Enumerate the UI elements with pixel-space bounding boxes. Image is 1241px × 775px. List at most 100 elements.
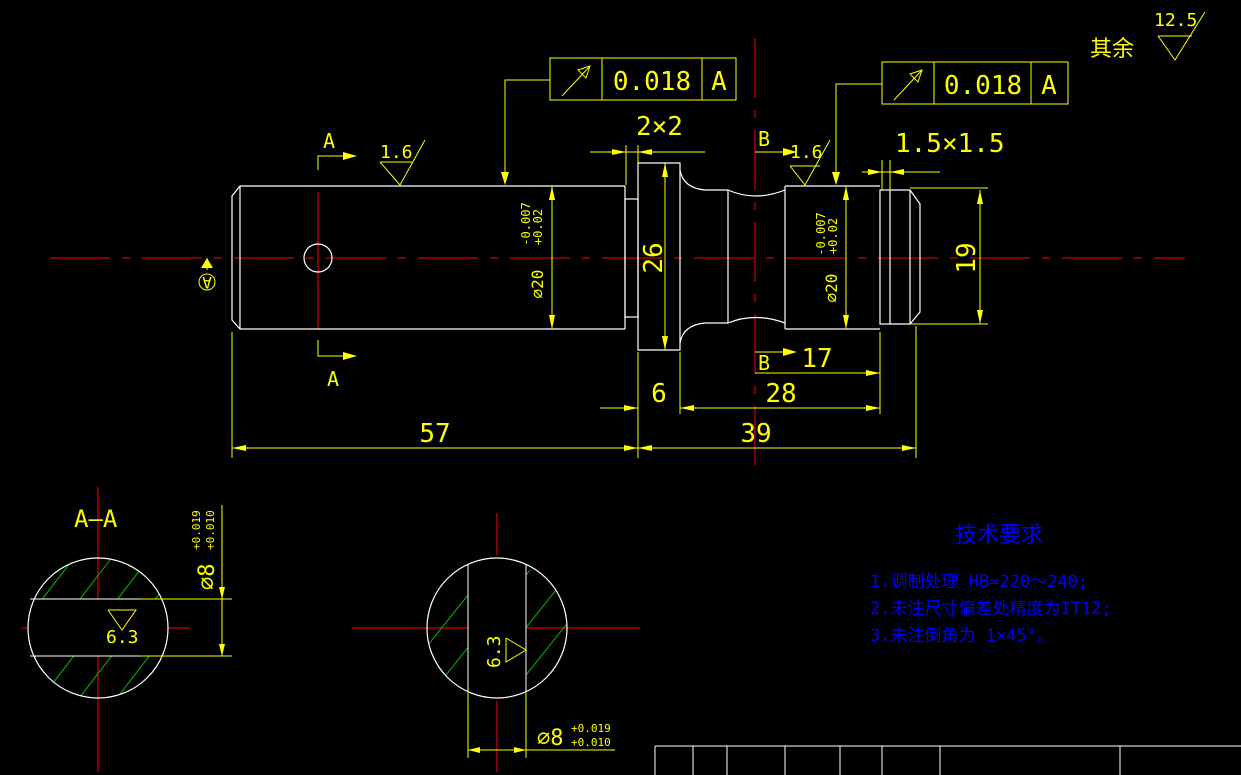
roughness-right-symbol	[789, 139, 831, 186]
arrow-28-right	[866, 405, 880, 411]
arrow-19-bottom	[977, 310, 983, 324]
end-section	[890, 189, 921, 325]
dim-28-label: 28	[765, 379, 796, 409]
dim-6-label: 6	[651, 379, 667, 409]
section-a-bottom-marker	[317, 340, 345, 357]
arrow-6-left	[624, 405, 638, 411]
section-aa: 6.3 A—A ⌀8 +0.019 +0.010	[27, 505, 232, 699]
arrow-dia-left-top	[549, 186, 555, 200]
chamfer-2x2-label: 2×2	[636, 112, 683, 142]
runout-arrow-icon-2	[893, 69, 923, 101]
bb-slot-mask	[468, 555, 526, 701]
arrow-tol-left	[501, 172, 509, 185]
roughness-left-symbol	[379, 139, 426, 186]
section-a-top-label: A	[323, 129, 335, 153]
aa-hole-mask	[28, 599, 168, 656]
aa-hole-tol-lower: +0.010	[204, 510, 217, 550]
chamfer-15-label: 1.5×1.5	[895, 129, 1005, 159]
arrow-17-right	[866, 370, 880, 376]
arrow-39-left	[638, 445, 652, 451]
dim-57-label: 57	[419, 419, 450, 449]
arrow-26-top	[662, 163, 668, 177]
arrow-26-bottom	[662, 336, 668, 350]
tol-left-datum: A	[711, 67, 727, 97]
left-shaft-body	[231, 185, 625, 330]
bb-slot-tol-upper: +0.019	[571, 722, 611, 735]
bb-roughness-symbol	[505, 637, 527, 663]
tol-right-datum: A	[1041, 71, 1057, 101]
arrow-19-top	[977, 190, 983, 204]
roughness-general-label: 其余	[1090, 37, 1134, 62]
datum-a-label: A	[202, 273, 212, 292]
arrow-39-right	[902, 445, 916, 451]
section-a-top-marker	[317, 155, 345, 170]
dia20-left-label: ⌀20	[528, 270, 547, 299]
tech-title: 技术要求	[955, 523, 1043, 548]
aa-roughness-value: 6.3	[106, 627, 139, 648]
arrow-section-a-top	[343, 152, 357, 160]
arrow-57-left	[232, 445, 246, 451]
arrow-dia-right-top	[843, 186, 849, 200]
cross-hole	[303, 243, 333, 273]
bb-slot-tol-lower: +0.010	[571, 736, 611, 749]
section-a-bottom-label: A	[327, 367, 339, 391]
roughness-left-value: 1.6	[380, 142, 413, 163]
aa-hole-dia: ⌀8	[195, 564, 220, 591]
aa-roughness-symbol	[107, 609, 137, 631]
tolerance-frame-left: 0.018 A	[549, 57, 737, 101]
dim-19-label: 19	[952, 242, 982, 273]
arrow-section-a-bottom	[343, 352, 357, 360]
datum-a-triangle	[201, 258, 213, 268]
bb-outline	[426, 557, 568, 699]
roughness-general-symbol	[1157, 11, 1206, 61]
roughness-right-value: 1.6	[790, 142, 823, 163]
arrow-6-right	[680, 405, 694, 411]
arrow-chamfer-2x2-a	[612, 149, 626, 155]
tech-item-1: 1.调制处理 HB=220～240;	[870, 572, 1088, 592]
arrowheads	[201, 148, 983, 451]
neck-upper	[679, 169, 786, 197]
shaft-outline	[231, 162, 921, 351]
dia20-right-tol-lower: +0.02	[826, 218, 840, 254]
dia20-left-tol-upper: -0.007	[519, 202, 533, 245]
dim-17-label: 17	[801, 344, 832, 374]
dim-26-label: 26	[639, 242, 669, 273]
roughness-general-value: 12.5	[1154, 10, 1197, 31]
arrow-57-right	[624, 445, 638, 451]
runout-arrow-icon	[561, 65, 591, 97]
arrow-tol-right	[832, 172, 840, 185]
flange-body	[637, 162, 681, 351]
dimensions	[198, 11, 1206, 458]
dia20-right-label: ⌀20	[822, 274, 841, 303]
datum-a-circle	[198, 273, 216, 291]
tol-left-leader	[504, 79, 550, 183]
title-block	[654, 745, 1241, 775]
arrow-section-b-bottom	[783, 348, 797, 356]
dimension-texts: 其余 12.5 1.6 1.6 2×2 1.5×1.5 A A B B A 57…	[202, 10, 1198, 449]
section-b-top-label: B	[758, 127, 770, 151]
bb-slot-dia: ⌀8	[537, 726, 564, 751]
tolerance-frame-right: 0.018 A	[881, 61, 1069, 105]
neck-lower	[679, 316, 786, 344]
arrow-dia-left-bottom	[549, 315, 555, 329]
tol-left-value: 0.018	[613, 67, 691, 97]
tol-right-leader	[835, 83, 882, 183]
arrow-dia-right-bottom	[843, 315, 849, 329]
arrow-section-b-top	[783, 148, 797, 156]
bb-roughness-value: 6.3	[484, 635, 505, 668]
dia20-right-tol-upper: -0.007	[814, 212, 828, 255]
tol-right-value: 0.018	[944, 71, 1022, 101]
dia20-left-tol-lower: +0.02	[531, 209, 545, 245]
aa-hole-tol-upper: +0.019	[190, 510, 203, 550]
section-bb: 6.3 ⌀8 +0.019 +0.010	[426, 555, 615, 758]
tech-item-2: 2.未注尺寸偏差处精度为IT12;	[870, 599, 1112, 619]
section-b-bottom-label: B	[758, 351, 770, 375]
aa-outline	[27, 557, 169, 699]
right-ring	[879, 189, 891, 325]
arrow-chamfer-2x2-b	[638, 149, 652, 155]
centerlines	[22, 38, 1185, 772]
arrow-chamfer-15-b	[890, 169, 904, 175]
arrow-chamfer-15-a	[868, 169, 882, 175]
dim-39-label: 39	[740, 419, 771, 449]
